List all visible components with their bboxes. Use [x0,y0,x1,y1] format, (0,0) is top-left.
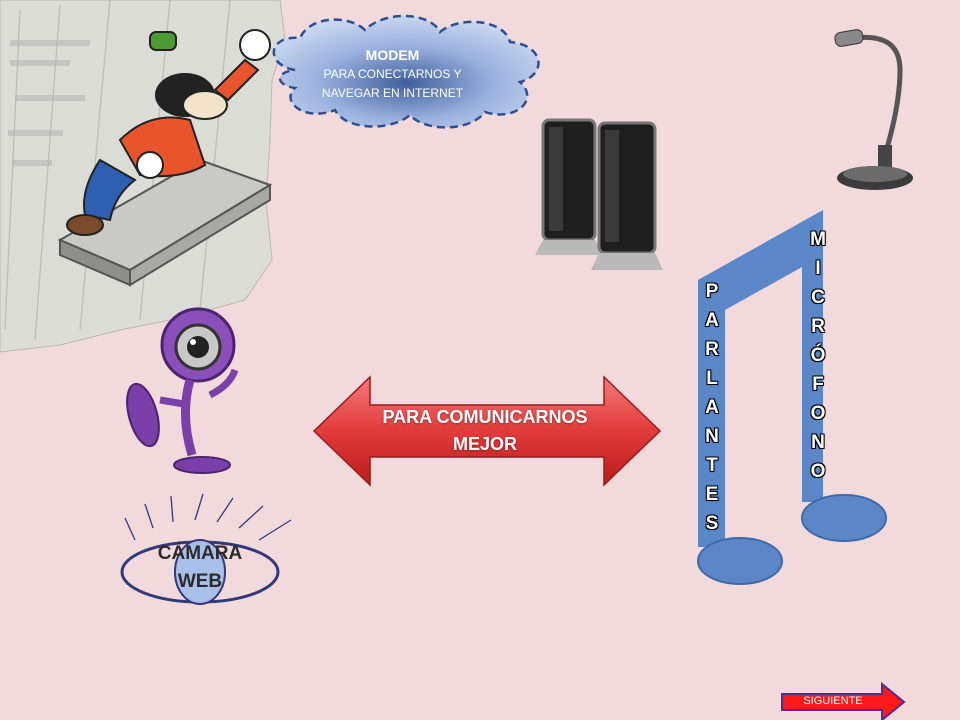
next-button-label: SIGUIENTE [803,695,863,707]
camara-line1: CÁMARA [157,543,243,564]
music-note-shape [690,205,900,595]
parlantes-letter: P [705,281,719,302]
camara-line2: WEB [177,571,223,592]
cloud-text-block: MODEM PARA CONECTARNOS Y NAVEGAR EN INTE… [305,46,480,103]
microfono-label: M I C R Ó F O N O [806,225,830,486]
microfono-letter: I [815,258,821,279]
microfono-letter: R [811,316,825,337]
center-arrow-line2: MEJOR [452,434,517,454]
webcam-image [120,305,250,480]
double-arrow-shape [312,375,664,487]
cloud-description-line2: NAVEGAR EN INTERNET [321,86,464,100]
parlantes-letter: S [705,513,719,534]
parlantes-letter: A [705,397,719,418]
next-button[interactable]: SIGUIENTE [780,682,910,720]
center-arrow-line1: PARA COMUNICARNOS [382,407,588,427]
camara-web-label: CÁMARA WEB [140,540,260,596]
parlantes-letter: T [706,455,718,476]
microfono-letter: F [812,374,824,395]
parlantes-letter: E [705,484,719,505]
speakers-image [535,115,665,275]
microfono-letter: Ó [810,345,826,366]
cloud-title: MODEM [365,47,420,63]
microfono-letter: O [810,461,826,482]
parlantes-letter: N [705,426,719,447]
arrow-right-icon [781,682,906,720]
parlantes-letter: L [706,368,718,389]
microfono-letter: C [811,287,825,308]
camara-web-shape [115,490,300,605]
microfono-letter: M [810,229,826,250]
microfono-letter: O [810,403,826,424]
parlantes-letter: A [705,310,719,331]
parlantes-letter: R [705,339,719,360]
parlantes-label: P A R L A N T E S [700,277,724,538]
modem-cloud-shape [255,10,555,135]
microphone-image [830,25,915,195]
center-arrow-text: PARA COMUNICARNOS MEJOR [360,404,610,458]
microfono-letter: N [811,432,825,453]
modem-cartoon-illustration [0,0,290,355]
cloud-description-line1: PARA CONECTARNOS Y [323,67,462,81]
